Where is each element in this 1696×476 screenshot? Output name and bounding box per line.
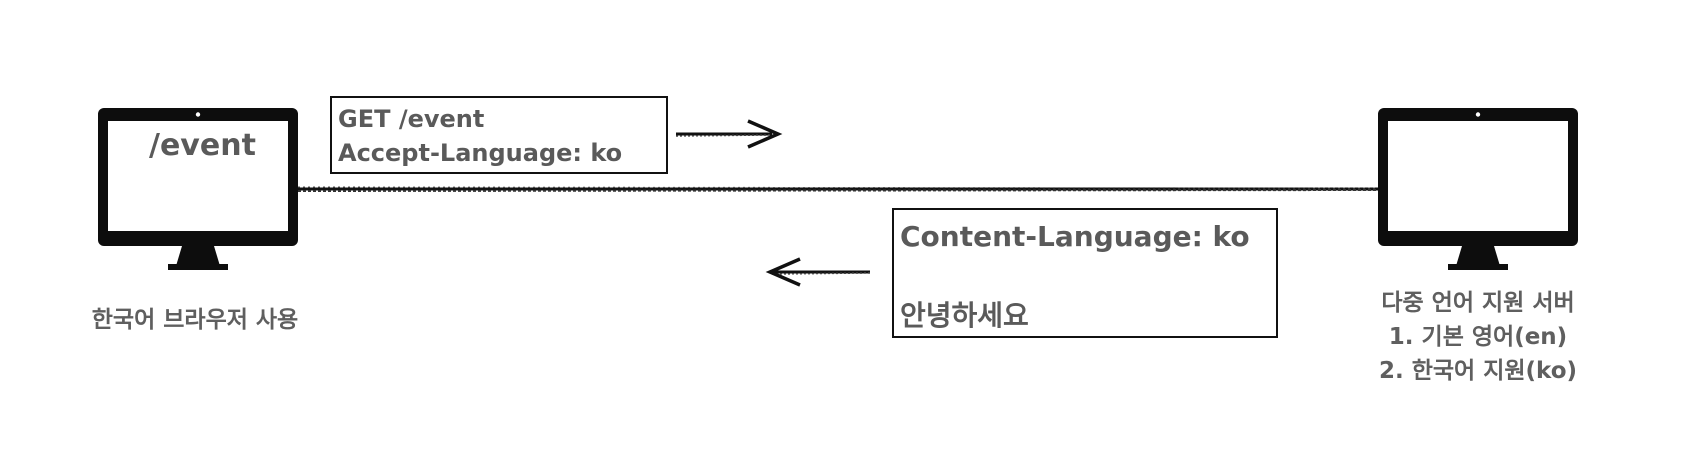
response-box: Content-Language: ko 안녕하세요 (892, 208, 1278, 338)
server-computer-icon (1378, 108, 1578, 273)
server-caption: 다중 언어 지원 서버 1. 기본 영어(en) 2. 한국어 지원(ko) (1353, 286, 1603, 388)
request-line: GET /event (338, 105, 485, 133)
request-header: Accept-Language: ko (338, 139, 623, 167)
request-box: GET /event Accept-Language: ko (330, 96, 668, 174)
arrow-left-icon (765, 257, 871, 287)
server-caption-supported-lang: 2. 한국어 지원(ko) (1378, 358, 1578, 384)
client-caption: 한국어 브라우저 사용 (91, 307, 299, 333)
client-screen-text: /event (149, 128, 256, 163)
computer-monitor-icon (98, 108, 298, 270)
response-body: 안녕하세요 (900, 299, 1029, 332)
client-computer-icon (98, 108, 298, 273)
server-caption-default-lang: 1. 기본 영어(en) (1388, 324, 1568, 350)
server-caption-title: 다중 언어 지원 서버 (1381, 290, 1575, 316)
computer-monitor-icon (1378, 108, 1578, 270)
connection-line (297, 186, 1379, 192)
arrow-right-icon (675, 119, 783, 149)
response-header: Content-Language: ko (900, 220, 1250, 253)
